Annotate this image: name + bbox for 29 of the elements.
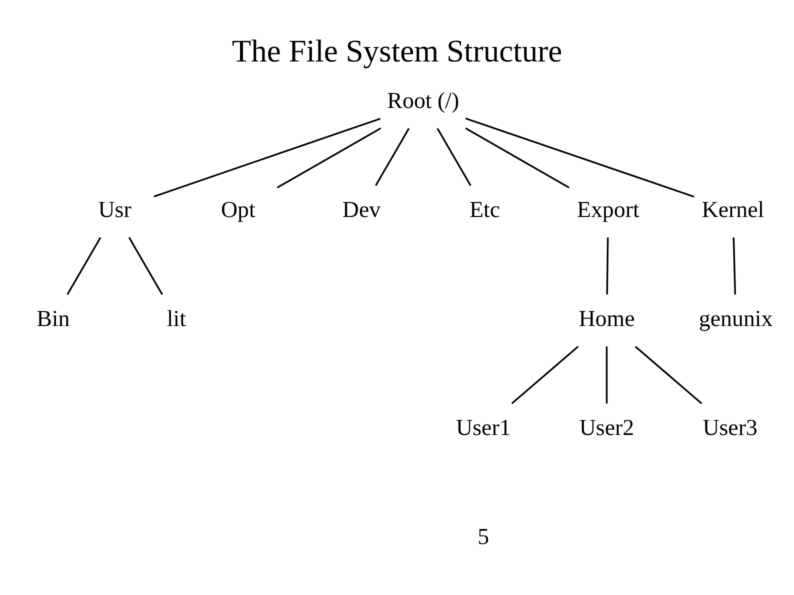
node-text: Bin — [36, 306, 70, 331]
node-text: User1 — [456, 414, 511, 440]
node-text: Usr — [98, 196, 132, 222]
diagram-title: The File System Structure — [232, 34, 562, 69]
label: 5 — [478, 524, 490, 549]
connector — [511, 346, 579, 404]
connector — [128, 237, 163, 295]
connector — [154, 118, 381, 198]
connector — [606, 346, 608, 404]
node-text: lit — [166, 306, 186, 331]
node-text: Dev — [342, 196, 381, 222]
node-text: Etc — [470, 196, 500, 222]
connector — [276, 127, 382, 188]
connector — [606, 237, 609, 295]
connector — [66, 237, 102, 295]
node-text: User2 — [579, 414, 634, 440]
connector — [374, 128, 410, 186]
connector — [465, 118, 694, 198]
connector — [634, 346, 702, 404]
node-text: Home — [578, 306, 635, 331]
connector — [732, 237, 736, 295]
node-text: Opt — [220, 196, 256, 222]
connector — [465, 127, 570, 188]
node-text: User3 — [702, 414, 758, 440]
node-text: genunix — [698, 306, 773, 331]
node-text: Kernel — [702, 196, 764, 222]
node-text: Root (/) — [387, 88, 460, 113]
connector — [436, 128, 472, 186]
node-text: Export — [576, 196, 640, 222]
